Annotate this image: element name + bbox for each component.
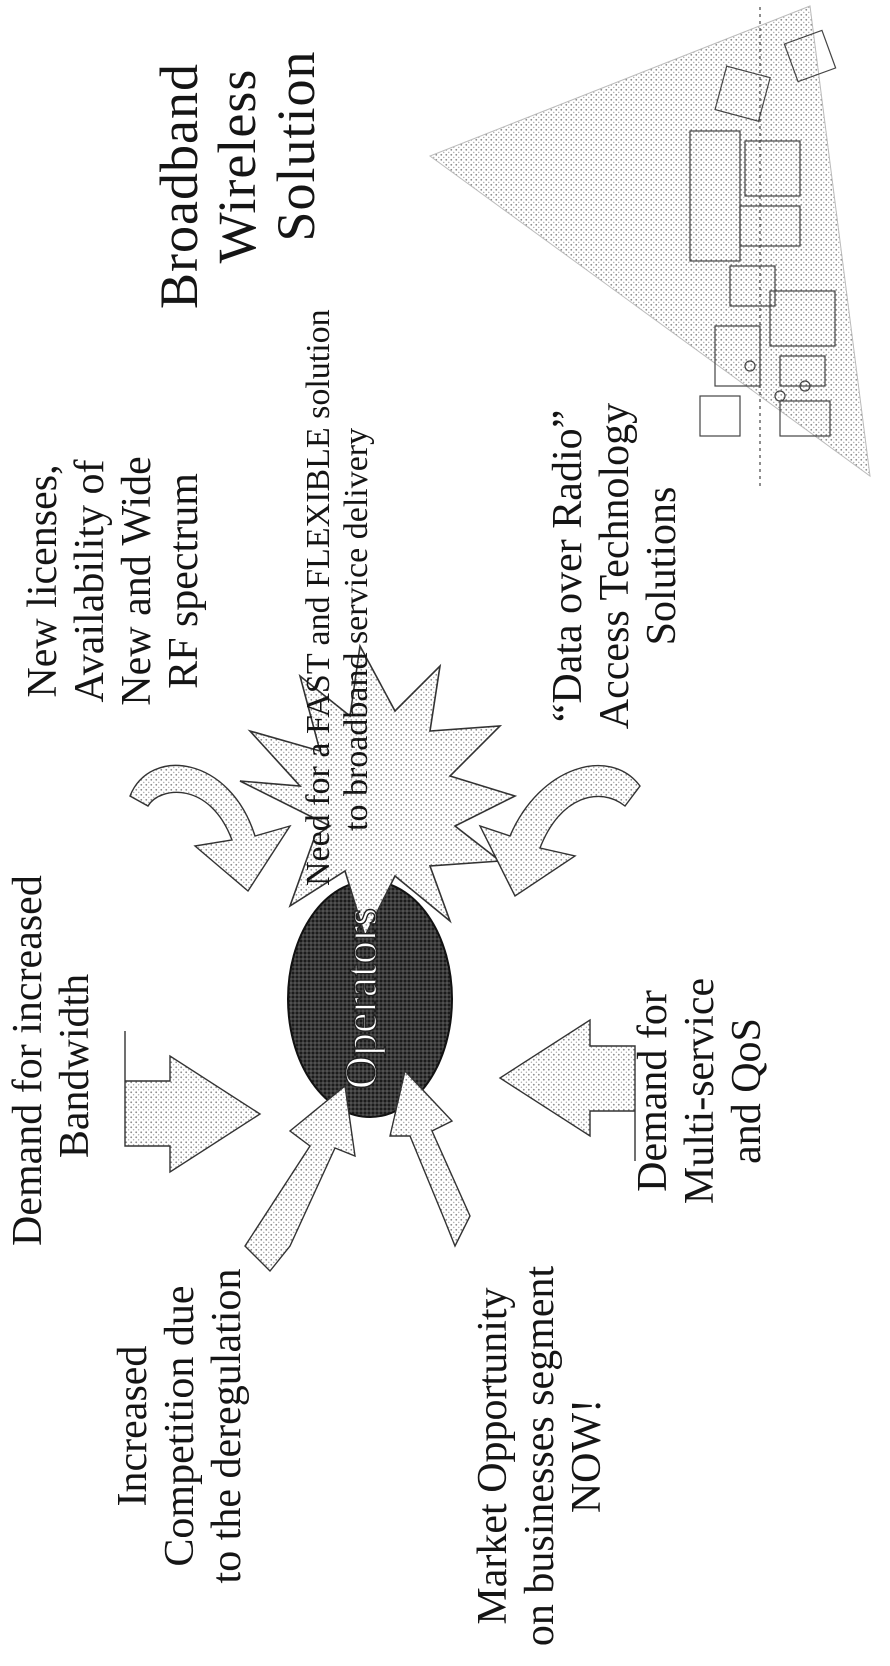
result-text: Broadband Wireless Solution xyxy=(150,16,325,356)
operators-label: Operators xyxy=(335,891,387,1106)
arrow-data-radio xyxy=(480,766,640,896)
arrow-multiservice xyxy=(500,1020,635,1161)
arrow-bandwidth xyxy=(125,1031,260,1172)
arrow-competition xyxy=(245,1086,355,1271)
arrow-market xyxy=(390,1071,470,1246)
